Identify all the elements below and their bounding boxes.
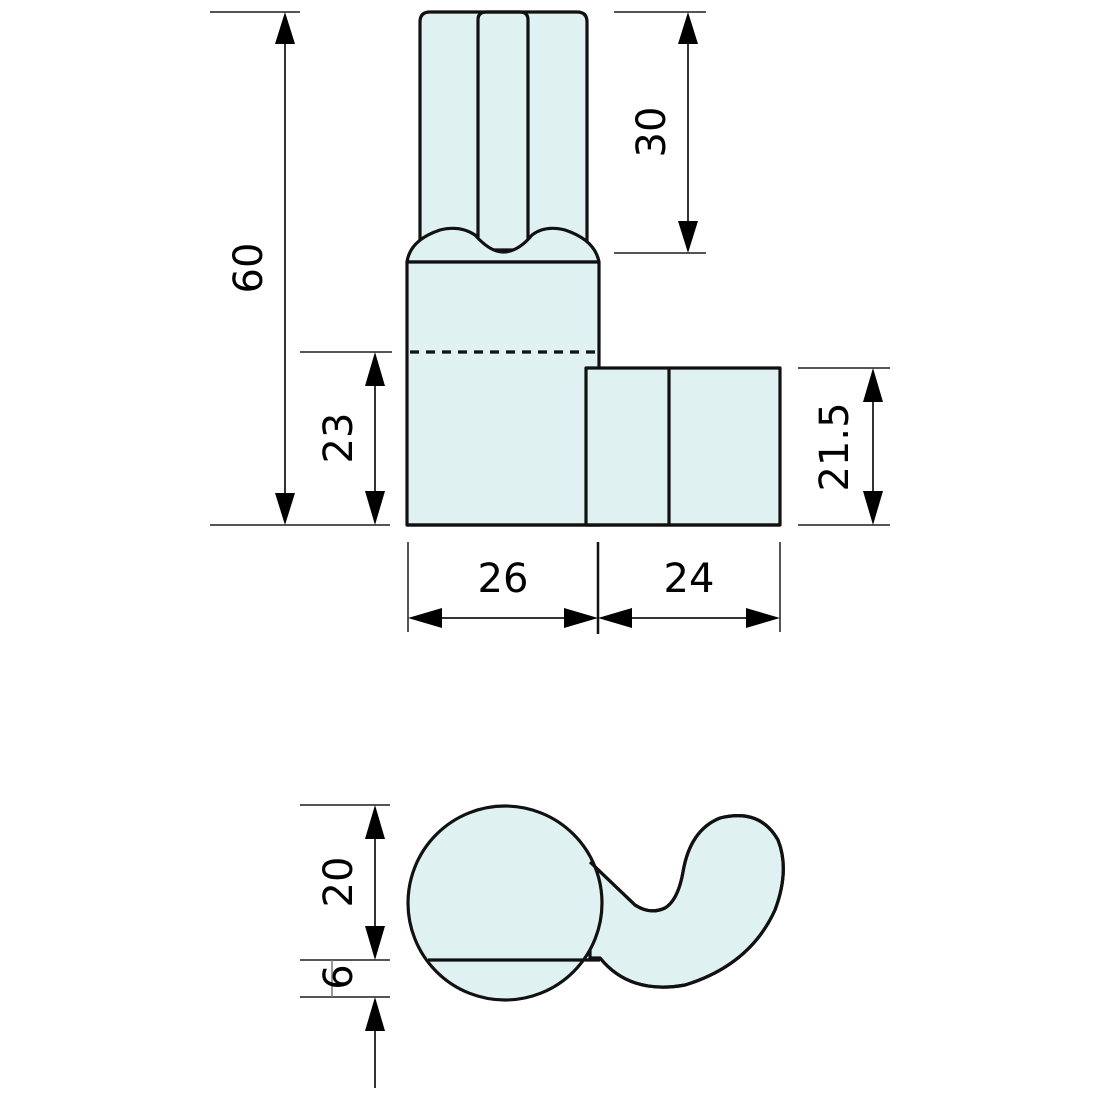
- dimension-20: 20: [300, 804, 390, 961]
- arrow-right-icon: [746, 608, 780, 628]
- dimension-23: 23: [300, 351, 392, 525]
- dim-label-60: 60: [226, 243, 272, 294]
- base-block: [405, 260, 601, 527]
- arrow-down-icon: [365, 926, 385, 960]
- arrow-up-icon: [275, 12, 295, 44]
- center-flute-top: [476, 10, 530, 21]
- top-plan-view: 20 6: [300, 804, 785, 1088]
- arrow-down-icon: [678, 221, 698, 253]
- arrow-up-icon: [678, 12, 698, 44]
- arrow-down-icon: [863, 491, 883, 525]
- arrow-left-icon: [408, 608, 442, 628]
- arrow-up-icon: [365, 805, 385, 839]
- dim-label-26: 26: [478, 556, 529, 602]
- circular-body: [406, 804, 604, 1002]
- arrow-down-icon: [275, 493, 295, 525]
- dim-label-6: 6: [316, 964, 362, 989]
- dimension-24: 24: [598, 542, 781, 632]
- arrow-down-icon: [365, 491, 385, 525]
- side-block: [584, 366, 782, 527]
- side-elevation-view: 60 30 23 21.5: [210, 10, 890, 634]
- arrow-up-icon: [365, 997, 385, 1031]
- dimension-26: 26: [407, 542, 600, 634]
- wavy-transition: [405, 226, 601, 264]
- dimension-30: 30: [614, 11, 706, 254]
- dim-label-30: 30: [629, 107, 675, 158]
- dimension-6: 6: [300, 960, 390, 1088]
- arrow-right-icon: [564, 608, 598, 628]
- arrow-up-icon: [863, 368, 883, 402]
- dim-label-24: 24: [664, 556, 715, 602]
- arrow-up-icon: [365, 352, 385, 386]
- dim-label-20: 20: [316, 857, 362, 908]
- dim-label-23: 23: [316, 413, 362, 464]
- arrow-left-icon: [598, 608, 632, 628]
- hook-shape: [588, 814, 785, 989]
- dimension-60: 60: [210, 11, 390, 526]
- dim-label-21-5: 21.5: [812, 402, 858, 491]
- upper-column: [418, 10, 589, 252]
- dimension-21-5: 21.5: [798, 367, 890, 526]
